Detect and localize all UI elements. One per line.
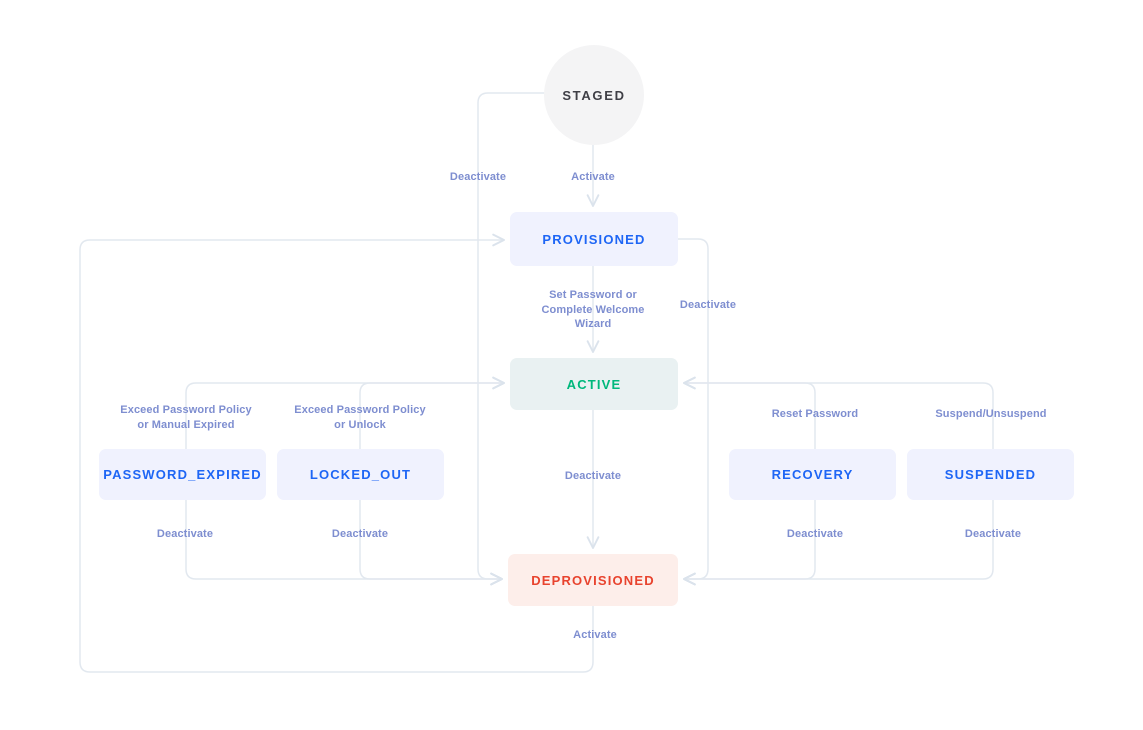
edge-label-exceed-password-policy-unlock: Exceed Password Policy or Unlock xyxy=(294,404,426,431)
edge-label-deprovisioned-activate: Activate xyxy=(573,629,617,641)
edge-label-locked-out-deactivate: Deactivate xyxy=(331,528,389,540)
edge-label-reset-password: Reset Password xyxy=(771,408,859,420)
state-node-deprovisioned[interactable]: DEPROVISIONED xyxy=(508,554,678,606)
edge-label-suspended-deactivate: Deactivate xyxy=(964,528,1022,540)
state-node-provisioned[interactable]: PROVISIONED xyxy=(510,212,678,266)
state-label: DEPROVISIONED xyxy=(531,572,655,588)
state-label: LOCKED_OUT xyxy=(309,467,412,482)
edge-provisioned-to-deprovisioned xyxy=(677,238,709,586)
state-node-recovery[interactable]: RECOVERY xyxy=(729,449,896,500)
edge-suspended-to-deprovisioned xyxy=(683,499,994,586)
state-label: PASSWORD_EXPIRED xyxy=(103,467,262,482)
state-node-staged[interactable]: STAGED xyxy=(544,45,644,145)
edge-active-to-suspended xyxy=(683,376,994,450)
edge-label-exceed-password-policy-manual-expired: Exceed Password Policy or Manual Expired xyxy=(120,404,252,431)
state-label: SUSPENDED xyxy=(944,467,1037,482)
state-label: ACTIVE xyxy=(566,376,622,392)
edge-label-recovery-deactivate: Deactivate xyxy=(786,528,844,540)
edge-label-suspend-unsuspend: Suspend/Unsuspend xyxy=(935,408,1047,420)
state-node-locked-out[interactable]: LOCKED_OUT xyxy=(277,449,444,500)
edge-label-password-expired-deactivate: Deactivate xyxy=(156,528,214,540)
edge-label-staged-deactivate: Deactivate xyxy=(449,171,507,183)
edge-password-expired-to-active xyxy=(185,376,505,450)
edge-label-set-password: Set Password or Complete Welcome Wizard xyxy=(541,289,645,331)
state-label: PROVISIONED xyxy=(542,231,646,247)
edge-label-active-deactivate: Deactivate xyxy=(564,470,622,482)
edge-deprovisioned-to-provisioned xyxy=(79,233,594,673)
state-node-active[interactable]: ACTIVE xyxy=(510,358,678,410)
edge-label-staged-activate: Activate xyxy=(571,171,615,183)
state-node-password-expired[interactable]: PASSWORD_EXPIRED xyxy=(99,449,266,500)
state-node-suspended[interactable]: SUSPENDED xyxy=(907,449,1074,500)
edge-locked-out-to-deprovisioned xyxy=(359,499,503,586)
state-label: STAGED xyxy=(562,87,626,103)
state-label: RECOVERY xyxy=(771,467,854,482)
edge-staged-to-deprovisioned xyxy=(477,92,545,586)
edge-locked-out-to-active xyxy=(359,376,505,450)
edge-password-expired-to-deprovisioned xyxy=(185,499,503,586)
edge-label-provisioned-deactivate: Deactivate xyxy=(679,299,737,311)
